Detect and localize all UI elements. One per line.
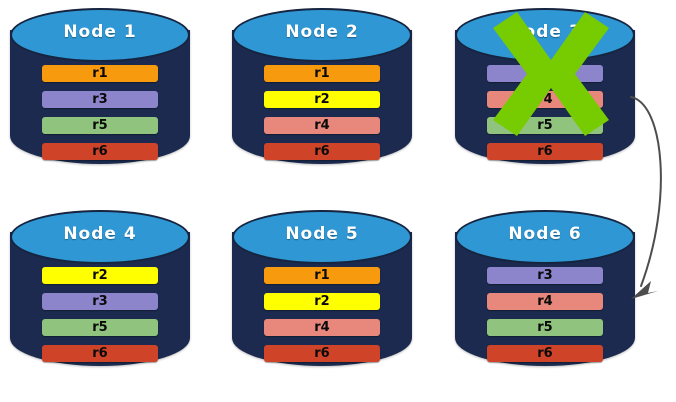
record-bar[interactable]: r4: [264, 117, 380, 134]
cylinder-top: [455, 8, 635, 62]
record-bar[interactable]: r3: [42, 293, 158, 310]
record-bar[interactable]: r6: [487, 345, 603, 362]
record-bar[interactable]: r5: [42, 117, 158, 134]
record-bar[interactable]: r1: [264, 65, 380, 82]
record-list: r3 r4 r5 r6: [487, 65, 603, 160]
node-4[interactable]: Node 4 r2 r3 r5 r6: [10, 210, 190, 388]
node-6[interactable]: Node 6 r3 r4 r5 r6: [455, 210, 635, 388]
record-bar[interactable]: r3: [42, 91, 158, 108]
record-bar[interactable]: r5: [487, 319, 603, 336]
record-list: r1 r2 r4 r6: [264, 65, 380, 160]
record-bar[interactable]: r2: [264, 293, 380, 310]
record-bar[interactable]: r4: [487, 91, 603, 108]
node-3[interactable]: Node 3 r3 r4 r5 r6: [455, 8, 635, 186]
record-bar[interactable]: r5: [487, 117, 603, 134]
record-list: r2 r3 r5 r6: [42, 267, 158, 362]
record-bar[interactable]: r2: [264, 91, 380, 108]
node-5[interactable]: Node 5 r1 r2 r4 r6: [232, 210, 412, 388]
cylinder-top: [232, 210, 412, 264]
record-bar[interactable]: r3: [487, 65, 603, 82]
cylinder-top: [10, 210, 190, 264]
record-bar[interactable]: r4: [264, 319, 380, 336]
node-2[interactable]: Node 2 r1 r2 r4 r6: [232, 8, 412, 186]
record-list: r1 r2 r4 r6: [264, 267, 380, 362]
record-bar[interactable]: r4: [487, 293, 603, 310]
cylinder-top: [10, 8, 190, 62]
cylinder-top: [232, 8, 412, 62]
record-bar[interactable]: r6: [42, 143, 158, 160]
record-bar[interactable]: r5: [42, 319, 158, 336]
record-bar[interactable]: r6: [264, 143, 380, 160]
cylinder-top: [455, 210, 635, 264]
record-bar[interactable]: r2: [42, 267, 158, 284]
record-bar[interactable]: r6: [487, 143, 603, 160]
record-list: r3 r4 r5 r6: [487, 267, 603, 362]
record-bar[interactable]: r6: [42, 345, 158, 362]
record-bar[interactable]: r3: [487, 267, 603, 284]
record-bar[interactable]: r1: [264, 267, 380, 284]
node-1[interactable]: Node 1 r1 r3 r5 r6: [10, 8, 190, 186]
record-bar[interactable]: r1: [42, 65, 158, 82]
record-bar[interactable]: r6: [264, 345, 380, 362]
record-list: r1 r3 r5 r6: [42, 65, 158, 160]
